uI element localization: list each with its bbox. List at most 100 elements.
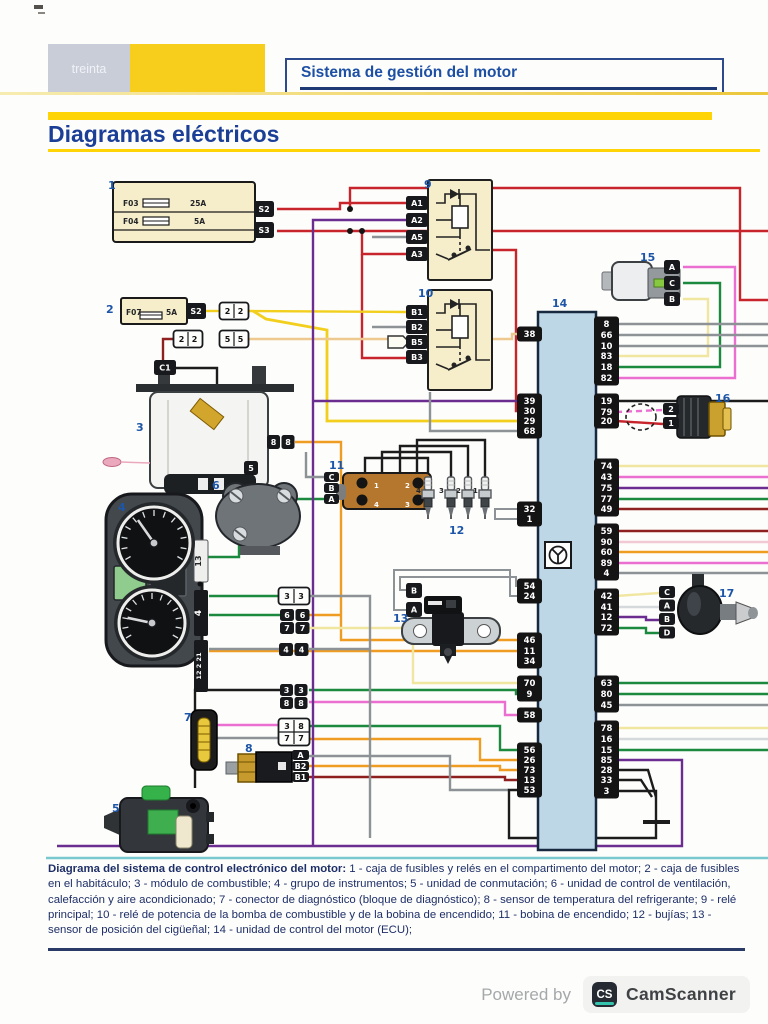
c88-connector [267,435,280,449]
c1-connector [154,360,176,375]
ecu-pin-strip [594,316,619,386]
scan-artifact [34,5,43,9]
k3877-pin-label: 3 [284,722,290,731]
ecu-pin-label: 39 [524,397,536,407]
ecu-pin-label: 4 [604,569,610,579]
fuse-box-cabin [120,297,188,325]
cluster-strip-4 [194,590,208,636]
r9-pin-label: A2 [411,216,423,225]
coolant-temp-sensor [225,751,293,783]
title-underline [300,87,717,90]
t15-pin-label: C [669,279,675,288]
r9-pin-label: A5 [411,233,423,242]
t16-pin-label: 2 [668,405,674,414]
c88-connector [281,435,295,449]
c5-pin-label: 5 [248,464,254,473]
ecu-pin-label: 46 [524,636,536,646]
b55-pin-label: 5 [238,335,244,344]
ecu [536,310,598,852]
switching-unit [104,785,214,853]
ecu-pin-label: 3 [604,787,610,797]
k3388-connector [280,684,293,696]
diagram-label: 13 [393,612,408,625]
b22-pin-label: 2 [192,335,198,344]
r10-pin-label: B1 [411,308,423,317]
idle-air-valve [677,574,758,635]
ecu-pin-label: 8 [604,320,610,330]
ecu-pin-label: 32 [524,505,536,515]
t8-pin-label: A [297,751,304,760]
c88-pin-label: 8 [285,438,291,447]
ecu-pin-label: 29 [524,417,536,427]
ecu-pin-label: 11 [524,647,536,657]
ecu-pin-label: 80 [601,690,613,700]
s1-connector [254,222,274,238]
t16-pin-label: 1 [668,419,674,428]
diagram-label: 5A [194,217,205,226]
diagram-label: 10 [418,287,434,300]
c5-connector [244,461,258,475]
diagram-label: 1 [473,487,478,495]
camscanner-footer: Powered by CS CamScanner [481,976,750,1013]
ecu-pin-label: 42 [601,592,613,602]
coil-pin-label: B [328,484,334,493]
r9-connector [406,247,428,261]
k3388-connector [280,697,293,709]
camscanner-logo-accent [595,1001,614,1005]
camscanner-badge[interactable]: CS CamScanner [583,976,750,1013]
coil-pin-label: C [329,473,335,482]
ecu-pin-strip [517,707,542,723]
cluster-strip-12-2-21 [194,640,208,692]
wire-tag [387,335,411,349]
caption-body: 1 - caja de fusibles y relés en el compa… [48,863,740,937]
ecu-pin-label: 19 [601,397,613,407]
ecu-pin-label: 79 [601,408,613,418]
page-number-tab: treinta [48,44,130,94]
t15-connector [664,260,680,274]
main-relay [427,179,493,281]
diagram-label: 15 [640,251,655,264]
ecu-pin-label: 26 [524,756,536,766]
spark-plugs [421,476,492,520]
ecu-pin-label: 68 [524,427,536,437]
diagram-label: 2 [456,487,461,495]
diagram-label: 4 [194,610,204,616]
k3388-connector [294,684,308,696]
ecu-pin-label: 16 [601,735,613,745]
ecu-pin-label: 1 [527,515,533,525]
ecu-pin-label: 77 [601,495,613,505]
ecu-pin-label: 73 [524,766,536,776]
r10-pin-label: B5 [411,338,423,347]
diagram-label: 2 [106,303,114,316]
k6677-pin-label: 7 [300,624,306,633]
r10-connector [406,335,428,349]
ecu-icon [544,541,572,569]
ecu-pin-label: 20 [601,417,613,427]
r10-connector [406,350,428,364]
k3877-pin-label: 7 [284,734,290,743]
diagram-label: 1 [108,179,116,192]
ecu-pin-label: 78 [601,724,613,734]
r10-connector [406,320,428,334]
page-heading: Diagramas eléctricos [48,121,280,147]
crank-connector [406,583,422,598]
crank-pin-label: A [411,606,418,615]
t17-pin-label: C [664,588,670,597]
heading-accent-bar [48,112,712,120]
figure-caption: Diagrama del sistema de control electrón… [48,860,745,952]
diagram-label: 17 [719,587,734,600]
k44-connector [279,643,293,656]
ecu-pin-label: 34 [524,657,536,667]
ecu-pin-strip [517,632,542,669]
diagram-label: 3 [136,421,144,434]
r9-connector [406,196,428,210]
ecu-pin-label: 59 [601,527,613,537]
k33-pin-label: 3 [284,592,290,601]
s1-connector [254,201,274,217]
k44-pin-label: 4 [283,646,289,655]
ecu-pin-strip [594,458,619,517]
t15-pin-label: A [669,263,676,272]
t8-connector [292,750,309,760]
sensor-16 [625,395,732,439]
diagram-label: F07 [126,308,142,317]
